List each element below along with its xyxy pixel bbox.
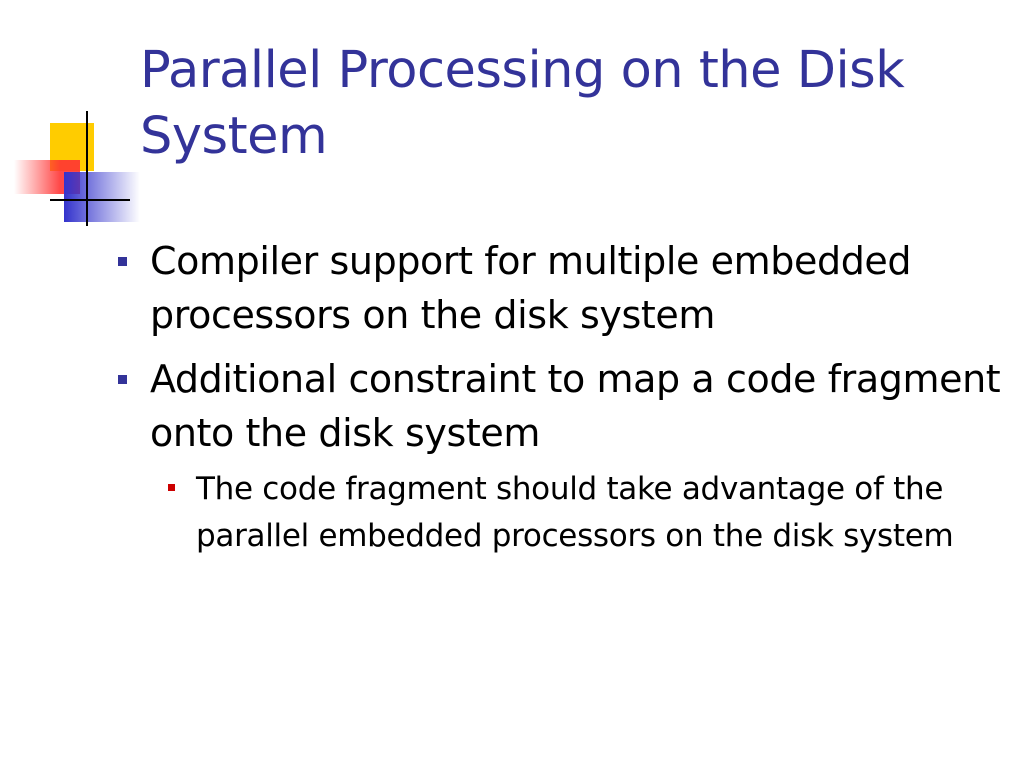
red-square-bullet-icon [168, 484, 175, 491]
bullet-item: Additional constraint to map a code frag… [112, 352, 1002, 560]
sub-bullet-text: The code fragment should take advantage … [196, 471, 954, 554]
square-bullet-icon [118, 257, 127, 266]
bullet-list: Compiler support for multiple embedded p… [112, 234, 1002, 570]
bullet-text: Additional constraint to map a code frag… [150, 357, 1001, 455]
sub-bullet-item: The code fragment should take advantage … [150, 466, 1002, 560]
square-bullet-icon [118, 375, 127, 384]
sub-bullet-list: The code fragment should take advantage … [150, 466, 1002, 560]
slide-title: Parallel Processing on the Disk System [140, 41, 905, 166]
decor-blue-bar [64, 172, 140, 222]
bullet-text: Compiler support for multiple embedded p… [150, 239, 912, 337]
bullet-item: Compiler support for multiple embedded p… [112, 234, 1002, 342]
